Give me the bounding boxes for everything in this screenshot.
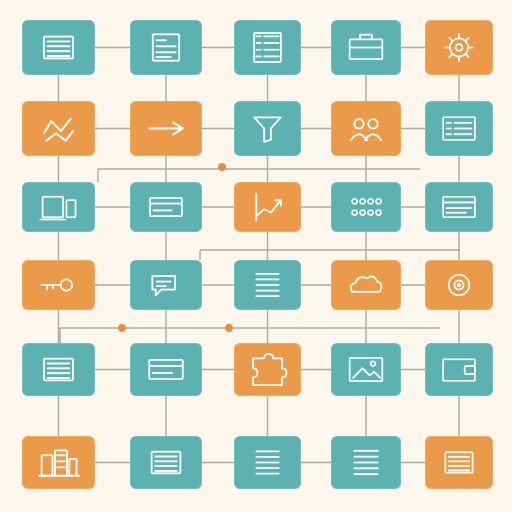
tile-r2-c5 [425,101,493,156]
checklist-icon [442,116,476,141]
gear-icon [444,32,474,63]
flow-arrows-icon [42,117,75,142]
card-icon [148,359,184,380]
tile-r2-c1 [22,101,95,156]
arrow-line-icon [148,121,184,136]
people-grid-icon [351,197,382,217]
wallet-icon [442,358,476,382]
image-frame-icon [348,356,384,383]
tile-r4-c2 [130,260,202,310]
tile-r5-c2 [130,343,202,396]
text-lines-icon [43,357,74,382]
window-icon [442,195,476,219]
node-dot-2 [118,324,126,332]
grid-list-icon [253,32,282,63]
tile-r3-c3 [234,182,301,232]
briefcase-icon [348,33,384,61]
tile-r4-c4 [331,260,401,310]
tile-r5-c5 [425,343,493,396]
key-icon [40,278,73,292]
tile-r1-c3 [234,20,301,75]
tile-r6-c4 [331,436,401,489]
tile-r5-c3 [234,343,301,396]
document-list-icon [151,33,181,62]
funnel-icon [253,116,282,143]
devices-icon [39,195,77,221]
tile-r6-c5 [425,436,493,489]
tile-r6-c2 [130,436,202,489]
tile-r1-c4 [331,20,401,75]
buildings-icon [38,449,80,477]
cloud-icon [349,275,383,293]
list-icon [353,449,379,476]
tile-r2-c4 [331,101,401,156]
tile-r5-c1 [22,343,95,396]
target-icon [447,273,471,297]
tile-r4-c5 [425,260,493,310]
tile-r5-c4 [331,343,401,396]
node-dot-1 [218,163,226,171]
tile-r6-c1 [22,436,95,489]
tile-r2-c2 [130,101,202,156]
tile-r1-c2 [130,20,202,75]
card-icon [149,197,183,217]
tile-r6-c3 [234,436,301,489]
node-dot-3 [225,324,233,332]
tile-r4-c3 [234,260,301,310]
tile-r3-c5 [425,182,493,232]
tile-r2-c3 [234,101,301,156]
tile-r4-c1 [22,260,95,310]
puzzle-icon [252,352,288,387]
text-lines-icon [444,451,474,474]
tile-r3-c4 [331,182,401,232]
chart-up-icon [255,192,282,222]
users-icon [349,118,383,142]
chat-icon [151,275,176,297]
tile-r1-c1 [22,20,95,75]
text-lines-icon [42,35,75,60]
list-icon [255,272,280,298]
list-icon [255,450,280,475]
tile-r1-c5 [425,20,493,75]
tile-r3-c2 [130,182,202,232]
text-lines-icon [150,450,182,475]
tile-r3-c1 [22,182,95,232]
